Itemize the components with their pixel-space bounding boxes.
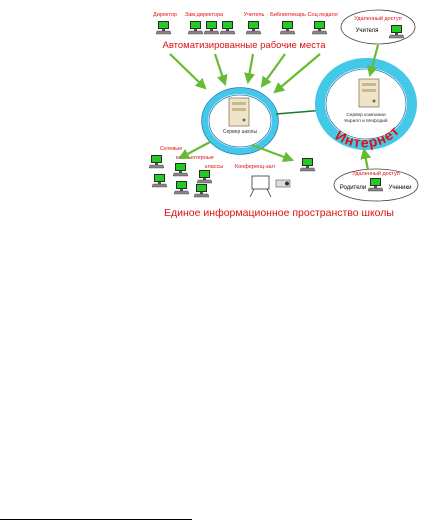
conference-label: Конференц-зал: [235, 164, 275, 170]
remote-access-teachers-label: Учителя: [356, 28, 379, 34]
footnote-rule: [0, 519, 192, 520]
workstation-label-librarian: Библиотекарь: [270, 12, 306, 18]
network-clients-label-line3: классы: [205, 164, 223, 170]
projector-icon: [275, 179, 291, 188]
remote-access-teachers-title: Удаленный доступ: [354, 15, 402, 22]
remote-access-parents-label: Родители: [340, 185, 366, 191]
bottom-title: Единое информационное пространство школы: [164, 207, 394, 219]
workstation-label-social-pedagog: Соц.педагог: [308, 12, 339, 18]
network-clients-label-line1: Сетевые: [160, 146, 182, 152]
remote-access-students-label: Ученики: [389, 185, 412, 191]
workstation-label-deputy: Зам.директора: [185, 12, 224, 18]
workstations-caption: Автоматизированные рабочие места: [162, 40, 326, 51]
network-clients-label-line2: компьютерные: [176, 155, 214, 161]
arrow: [213, 53, 228, 87]
workstation-computer-icon: [245, 20, 262, 35]
arrow: [251, 143, 295, 163]
arrow: [178, 141, 211, 160]
remote-parent-computer-icon: [367, 177, 384, 192]
classroom-computer-icon: [151, 173, 168, 188]
school-server-ring: [202, 88, 278, 154]
company-server-label-line2: Кирилл и Мефодий: [344, 117, 387, 124]
school-server-icon: [228, 97, 250, 127]
remote-teacher-computer-icon: [388, 24, 405, 39]
classroom-computer-icon: [196, 169, 213, 184]
projector-lens-icon: [285, 181, 289, 186]
workstation-computer-icon: [279, 20, 296, 35]
classroom-computer-icon: [193, 183, 210, 198]
classroom-computer-icon: [173, 180, 190, 195]
workstation-computer-icon: [311, 20, 328, 35]
arrow: [169, 53, 207, 90]
company-server-icon: [358, 78, 380, 108]
remote-access-parents-title: Удаленный доступ: [352, 170, 400, 177]
workstation-label-teacher: Учитель: [244, 12, 265, 18]
workstation-computer-icon: [219, 20, 236, 35]
classroom-computer-icon: [172, 162, 189, 177]
workstation-label-director: Директор: [153, 12, 177, 18]
arrow: [260, 53, 286, 88]
workstation-arrows: [169, 53, 321, 94]
conference-computer-icon: [299, 157, 316, 172]
internet-ring: [315, 58, 417, 150]
classroom-computer-icon: [148, 154, 165, 169]
screen-stand: [249, 188, 255, 198]
arrow: [273, 53, 321, 94]
arrow: [366, 44, 380, 78]
workstation-computer-icon: [203, 20, 220, 35]
arrow: [360, 147, 372, 171]
school-server-label: Сервер школы: [223, 129, 258, 135]
screen-icon: [251, 175, 270, 190]
screen-stand: [266, 188, 272, 198]
arrow: [244, 53, 255, 85]
workstation-computer-icon: [155, 20, 172, 35]
company-server-label-line1: Сервер компании: [346, 112, 386, 118]
workstation-computer-icon: [187, 20, 204, 35]
